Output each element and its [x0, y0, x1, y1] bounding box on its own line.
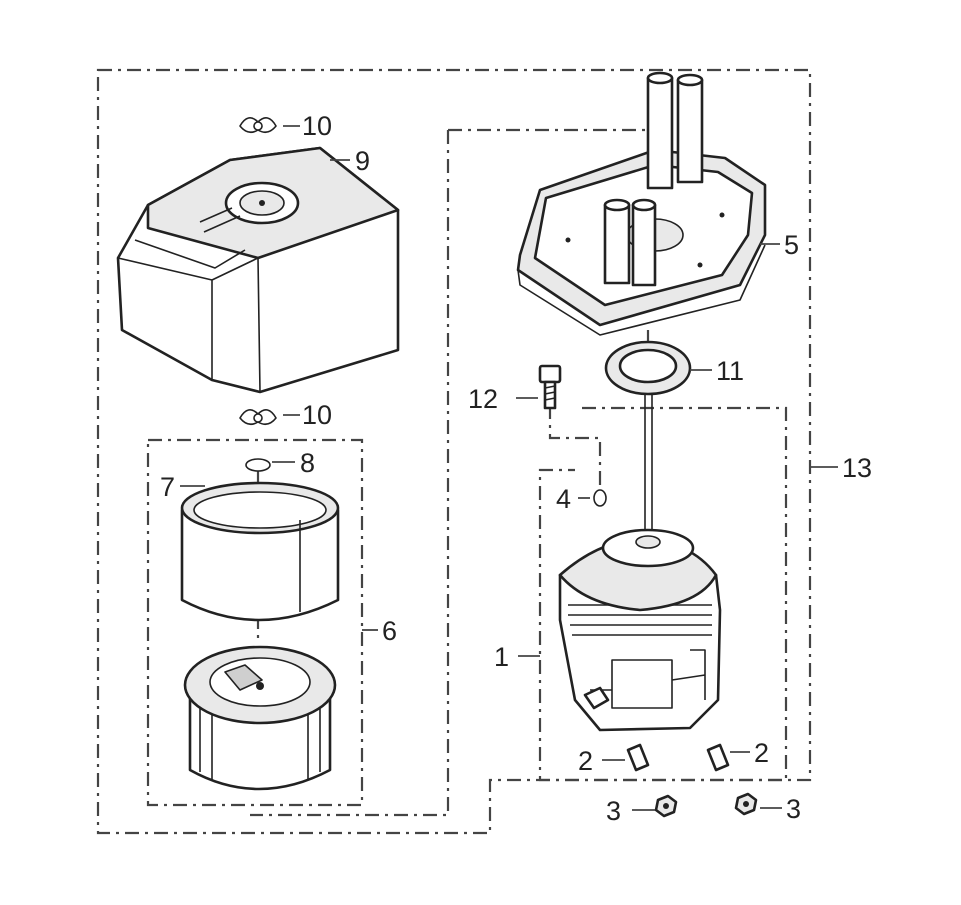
label-1: 1: [494, 642, 509, 672]
label-10-top: 10: [302, 111, 332, 141]
bolt-guide-line: [548, 405, 602, 490]
washer: [245, 458, 271, 472]
label-9: 9: [355, 146, 370, 176]
group-1-boundary: [538, 406, 788, 782]
foam-pre-filter: [180, 481, 340, 622]
label-3-right: 3: [786, 794, 801, 824]
label-12: 12: [468, 384, 498, 414]
wing-nut-bottom: [239, 409, 277, 426]
label-13: 13: [842, 453, 872, 483]
bolt: [538, 364, 562, 410]
air-cleaner-cover: [116, 146, 400, 394]
label-4: 4: [556, 484, 571, 514]
group-13-boundary: [96, 68, 812, 835]
nut-left: [654, 794, 678, 818]
main-housing: [558, 395, 722, 732]
label-5: 5: [784, 230, 799, 260]
o-ring-small: [593, 489, 607, 507]
label-3-left: 3: [606, 796, 621, 826]
label-6: 6: [382, 616, 397, 646]
screw-right: [706, 743, 730, 772]
seal-ring: [604, 340, 692, 396]
label-7: 7: [160, 472, 175, 502]
label-8: 8: [300, 448, 315, 478]
screw-left: [626, 743, 650, 772]
nut-right: [734, 792, 758, 816]
wing-nut-top: [239, 117, 277, 134]
group-inner-boundary: [250, 128, 645, 817]
mounting-bracket: [516, 71, 767, 336]
label-2-left: 2: [578, 746, 593, 776]
label-11: 11: [716, 356, 744, 386]
label-2-right: 2: [754, 738, 769, 768]
label-10-bottom: 10: [302, 400, 332, 430]
paper-filter-element: [183, 645, 337, 791]
